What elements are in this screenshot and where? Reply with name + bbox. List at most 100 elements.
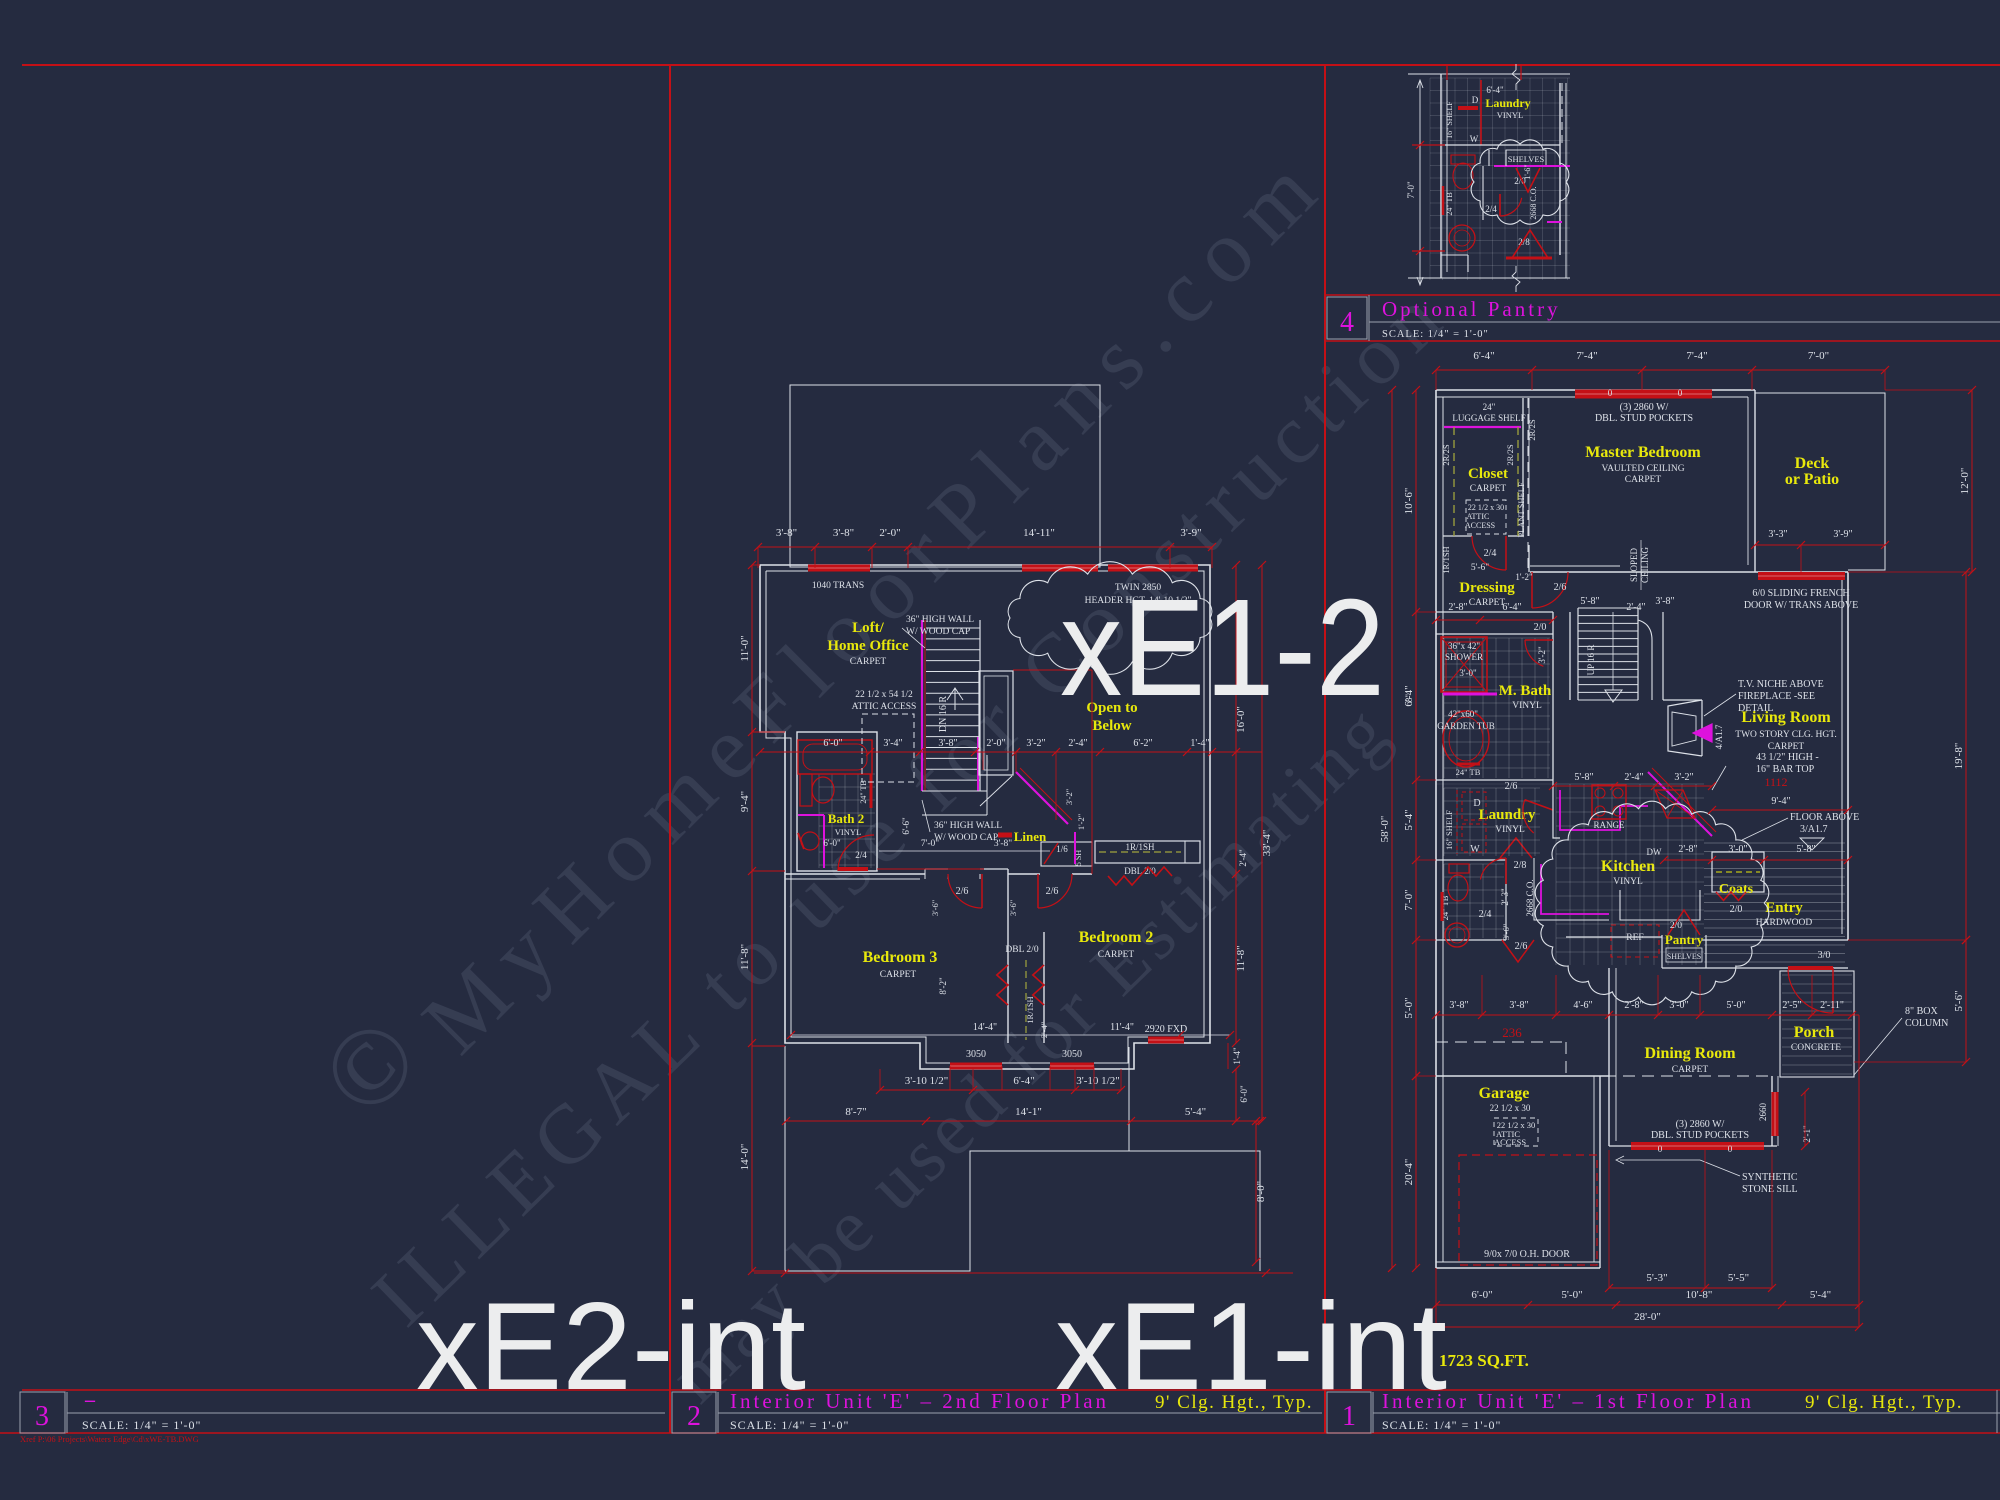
svg-text:6/0 SLIDING FRENCH: 6/0 SLIDING FRENCH <box>1752 588 1849 599</box>
svg-text:3050: 3050 <box>1062 1049 1082 1060</box>
svg-text:7'-4": 7'-4" <box>1576 350 1597 362</box>
svg-text:2R/2S: 2R/2S <box>1441 444 1451 466</box>
svg-text:3'-8": 3'-8" <box>833 527 854 539</box>
svg-text:Bath 2: Bath 2 <box>828 811 864 826</box>
svg-text:3'-2": 3'-2" <box>1674 772 1693 783</box>
svg-text:3'-10 1/2": 3'-10 1/2" <box>905 1075 948 1087</box>
svg-text:3'-0": 3'-0" <box>1728 844 1747 855</box>
svg-text:Xref P:\06 Projects\Waters Edg: Xref P:\06 Projects\Waters Edge\Cd\xWE-T… <box>20 1434 199 1444</box>
svg-text:ATTIC: ATTIC <box>1496 1129 1520 1139</box>
svg-text:3050: 3050 <box>966 1049 986 1060</box>
svg-text:7'-0": 7'-0" <box>921 839 939 849</box>
svg-text:6'-0": 6'-0" <box>1471 1289 1492 1301</box>
svg-text:5'-5": 5'-5" <box>1728 1272 1749 1284</box>
svg-text:22 1/2 x 30: 22 1/2 x 30 <box>1468 503 1504 512</box>
svg-text:0: 0 <box>1658 1144 1663 1154</box>
svg-text:FLOOR ABOVE: FLOOR ABOVE <box>1790 812 1859 823</box>
svg-text:1'-4": 1'-4" <box>1190 738 1209 749</box>
svg-text:VINYL: VINYL <box>1512 701 1542 711</box>
svg-text:2/4: 2/4 <box>1484 548 1497 559</box>
svg-text:2R/2S: 2R/2S <box>1527 419 1537 441</box>
svg-text:9' Clg. Hgt., Typ.: 9' Clg. Hgt., Typ. <box>1805 1392 1963 1413</box>
svg-text:16'-0": 16'-0" <box>1235 706 1247 733</box>
svg-text:1040 TRANS: 1040 TRANS <box>812 581 864 591</box>
svg-text:Below: Below <box>1092 718 1131 734</box>
svg-text:33'-4": 33'-4" <box>1261 830 1273 857</box>
svg-text:3'-8": 3'-8" <box>1449 1000 1468 1011</box>
svg-text:3'-0": 3'-0" <box>1459 668 1477 678</box>
svg-text:2'-4": 2'-4" <box>1626 602 1645 613</box>
svg-text:8" BOX: 8" BOX <box>1905 1006 1938 1017</box>
svg-text:VINYL: VINYL <box>835 827 861 837</box>
svg-text:3'-4": 3'-4" <box>883 738 902 749</box>
svg-text:42"x60": 42"x60" <box>1448 709 1478 719</box>
svg-text:2/4: 2/4 <box>1485 204 1497 214</box>
svg-text:7'-0": 7'-0" <box>1403 889 1415 910</box>
svg-text:xE1-2: xE1-2 <box>1060 571 1385 725</box>
svg-text:3'-9": 3'-9" <box>1180 527 1201 539</box>
svg-text:(3) 2860 W/: (3) 2860 W/ <box>1620 402 1669 413</box>
svg-text:5'-4": 5'-4" <box>1185 1106 1206 1118</box>
svg-text:6'-4": 6'-4" <box>1013 1075 1034 1087</box>
svg-text:2'-8": 2'-8" <box>1624 1000 1643 1011</box>
svg-text:CEILING: CEILING <box>1640 547 1650 583</box>
svg-text:9'-4": 9'-4" <box>739 791 751 812</box>
svg-text:7'-0": 7'-0" <box>1406 181 1416 199</box>
svg-text:5'-8": 5'-8" <box>1580 596 1599 607</box>
svg-text:8'-7": 8'-7" <box>845 1106 866 1118</box>
svg-text:T.V. NICHE ABOVE: T.V. NICHE ABOVE <box>1738 679 1824 690</box>
svg-text:DBL 2/0: DBL 2/0 <box>1124 866 1156 876</box>
svg-text:36" HIGH WALL: 36" HIGH WALL <box>934 821 1002 831</box>
svg-text:REF: REF <box>1626 933 1643 943</box>
svg-text:DBL. STUD POCKETS: DBL. STUD POCKETS <box>1595 413 1693 424</box>
svg-text:1R/1SH: 1R/1SH <box>1125 842 1155 852</box>
svg-text:6'-0": 6'-0" <box>1239 1085 1249 1103</box>
svg-text:(3) 2860 W/: (3) 2860 W/ <box>1676 1119 1725 1130</box>
svg-text:2660: 2660 <box>1758 1103 1768 1122</box>
svg-text:5'-0": 5'-0" <box>1403 997 1415 1018</box>
svg-text:22 1/2 x 54 1/2: 22 1/2 x 54 1/2 <box>855 690 913 700</box>
svg-text:22 1/2 x 30: 22 1/2 x 30 <box>1490 1103 1531 1113</box>
svg-text:24" TB: 24" TB <box>1456 767 1481 777</box>
svg-text:ATTIC ACCESS: ATTIC ACCESS <box>852 702 917 712</box>
svg-text:HARDWOOD: HARDWOOD <box>1756 918 1813 928</box>
svg-text:Linen: Linen <box>1014 829 1047 844</box>
svg-text:8'-2": 8'-2" <box>938 977 948 995</box>
svg-text:6'-6": 6'-6" <box>901 817 911 835</box>
svg-text:14'-4": 14'-4" <box>973 1022 997 1033</box>
svg-text:or Patio: or Patio <box>1785 471 1839 488</box>
svg-text:3/A1.7: 3/A1.7 <box>1800 824 1828 835</box>
svg-text:2/6: 2/6 <box>1554 582 1567 593</box>
svg-text:11'-8": 11'-8" <box>1235 945 1247 971</box>
svg-text:SHOWER: SHOWER <box>1445 652 1483 662</box>
svg-text:W/ WOOD CAP: W/ WOOD CAP <box>906 627 970 637</box>
svg-text:2'-4": 2'-4" <box>1624 772 1643 783</box>
svg-text:2/8: 2/8 <box>1518 237 1530 247</box>
svg-text:9'-4": 9'-4" <box>1771 796 1790 807</box>
svg-text:2/0: 2/0 <box>1730 904 1743 915</box>
svg-text:xE1-int: xE1-int <box>1055 1278 1447 1416</box>
svg-text:ACCESS: ACCESS <box>1494 1137 1526 1147</box>
svg-text:CARPET: CARPET <box>1768 742 1805 752</box>
svg-text:10'-8": 10'-8" <box>1686 1289 1713 1301</box>
svg-text:1: 1 <box>1342 1401 1356 1432</box>
svg-text:1'-2": 1'-2" <box>1515 572 1533 582</box>
svg-text:SYNTHETIC: SYNTHETIC <box>1742 1172 1798 1183</box>
svg-text:0: 0 <box>1608 388 1613 398</box>
svg-text:CARPET: CARPET <box>850 657 887 667</box>
svg-text:W: W <box>1470 134 1479 144</box>
svg-text:2'-4": 2'-4" <box>1068 738 1087 749</box>
svg-text:CARPET: CARPET <box>1098 950 1135 960</box>
svg-text:5'-3": 5'-3" <box>1646 1272 1667 1284</box>
svg-text:0: 0 <box>1728 1144 1733 1154</box>
svg-text:PLANT SHELF: PLANT SHELF <box>1516 482 1526 538</box>
svg-text:28'-0": 28'-0" <box>1634 1311 1661 1323</box>
svg-text:6'-4": 6'-4" <box>1502 602 1521 613</box>
svg-text:CARPET: CARPET <box>1672 1065 1709 1075</box>
svg-text:Closet: Closet <box>1468 466 1508 482</box>
svg-text:2'-0": 2'-0" <box>986 738 1005 749</box>
svg-text:2920 FXD: 2920 FXD <box>1145 1024 1188 1035</box>
svg-text:Coats: Coats <box>1719 882 1754 897</box>
svg-text:COLUMN: COLUMN <box>1905 1018 1948 1029</box>
svg-text:14'-0": 14'-0" <box>739 1144 751 1171</box>
